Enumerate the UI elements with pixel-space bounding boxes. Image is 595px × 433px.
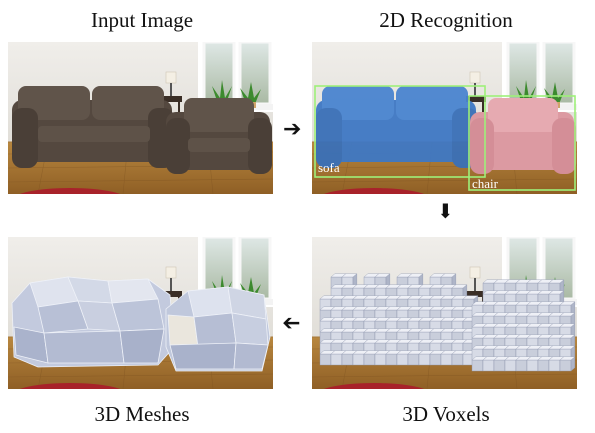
voxel-top <box>548 290 565 295</box>
title-3d-voxels: 3D Voxels <box>402 402 490 426</box>
voxel-top <box>341 273 358 278</box>
voxel-cube <box>330 353 343 366</box>
arrow-left-icon: ➔ <box>282 310 301 335</box>
voxel-top <box>407 273 424 278</box>
chair-bounding-box <box>468 95 576 191</box>
voxel-cube <box>548 359 561 372</box>
voxel-cube <box>319 353 332 366</box>
voxel-top <box>559 356 576 361</box>
chair-mask <box>470 98 576 174</box>
voxel-top <box>559 345 576 350</box>
title-2d-recognition: 2D Recognition <box>379 8 513 32</box>
voxel-cube <box>471 359 484 372</box>
voxel-cube <box>537 359 550 372</box>
voxel-cube <box>440 353 453 366</box>
voxel-cube <box>482 359 495 372</box>
voxel-cube <box>493 359 506 372</box>
voxel-cube <box>418 353 431 366</box>
voxel-cube <box>504 359 517 372</box>
voxel-top <box>559 312 576 317</box>
voxel-cube <box>341 353 354 366</box>
voxel-top <box>559 334 576 339</box>
voxel-cube <box>374 353 387 366</box>
title-3d-meshes: 3D Meshes <box>94 402 190 426</box>
sofa-object <box>12 86 174 168</box>
voxel-top <box>451 284 468 289</box>
voxel-cube <box>363 353 376 366</box>
panel-3d-voxels <box>312 237 577 389</box>
title-input-image: Input Image <box>90 8 194 32</box>
panel-3d-meshes <box>8 237 273 389</box>
voxel-top <box>440 273 457 278</box>
sofa-label: sofa <box>318 160 340 175</box>
voxel-cube <box>352 353 365 366</box>
sofa-bounding-box <box>314 85 486 178</box>
panel-input-image <box>8 42 273 194</box>
voxel-cube <box>396 353 409 366</box>
voxel-cube <box>407 353 420 366</box>
voxel-cube <box>385 353 398 366</box>
voxel-cube <box>451 353 464 366</box>
voxel-cube <box>526 359 539 372</box>
chair-object <box>166 98 272 174</box>
voxel-cube <box>515 359 528 372</box>
voxel-top <box>374 273 391 278</box>
panel-2d-recognition: sofa chair <box>312 42 577 194</box>
voxel-cube <box>429 353 442 366</box>
sofa-mesh <box>11 276 175 368</box>
voxel-top <box>462 295 479 300</box>
voxel-top <box>548 279 565 284</box>
chair-mesh <box>165 286 271 372</box>
arrow-down-icon: ⬇ <box>437 201 454 223</box>
sofa-mask <box>316 86 478 168</box>
voxel-cube <box>559 359 572 372</box>
voxel-top <box>559 301 576 306</box>
voxel-top <box>559 323 576 328</box>
voxel-grid <box>319 273 576 372</box>
arrow-right-icon: ➔ <box>283 116 302 141</box>
chair-label: chair <box>472 176 499 191</box>
